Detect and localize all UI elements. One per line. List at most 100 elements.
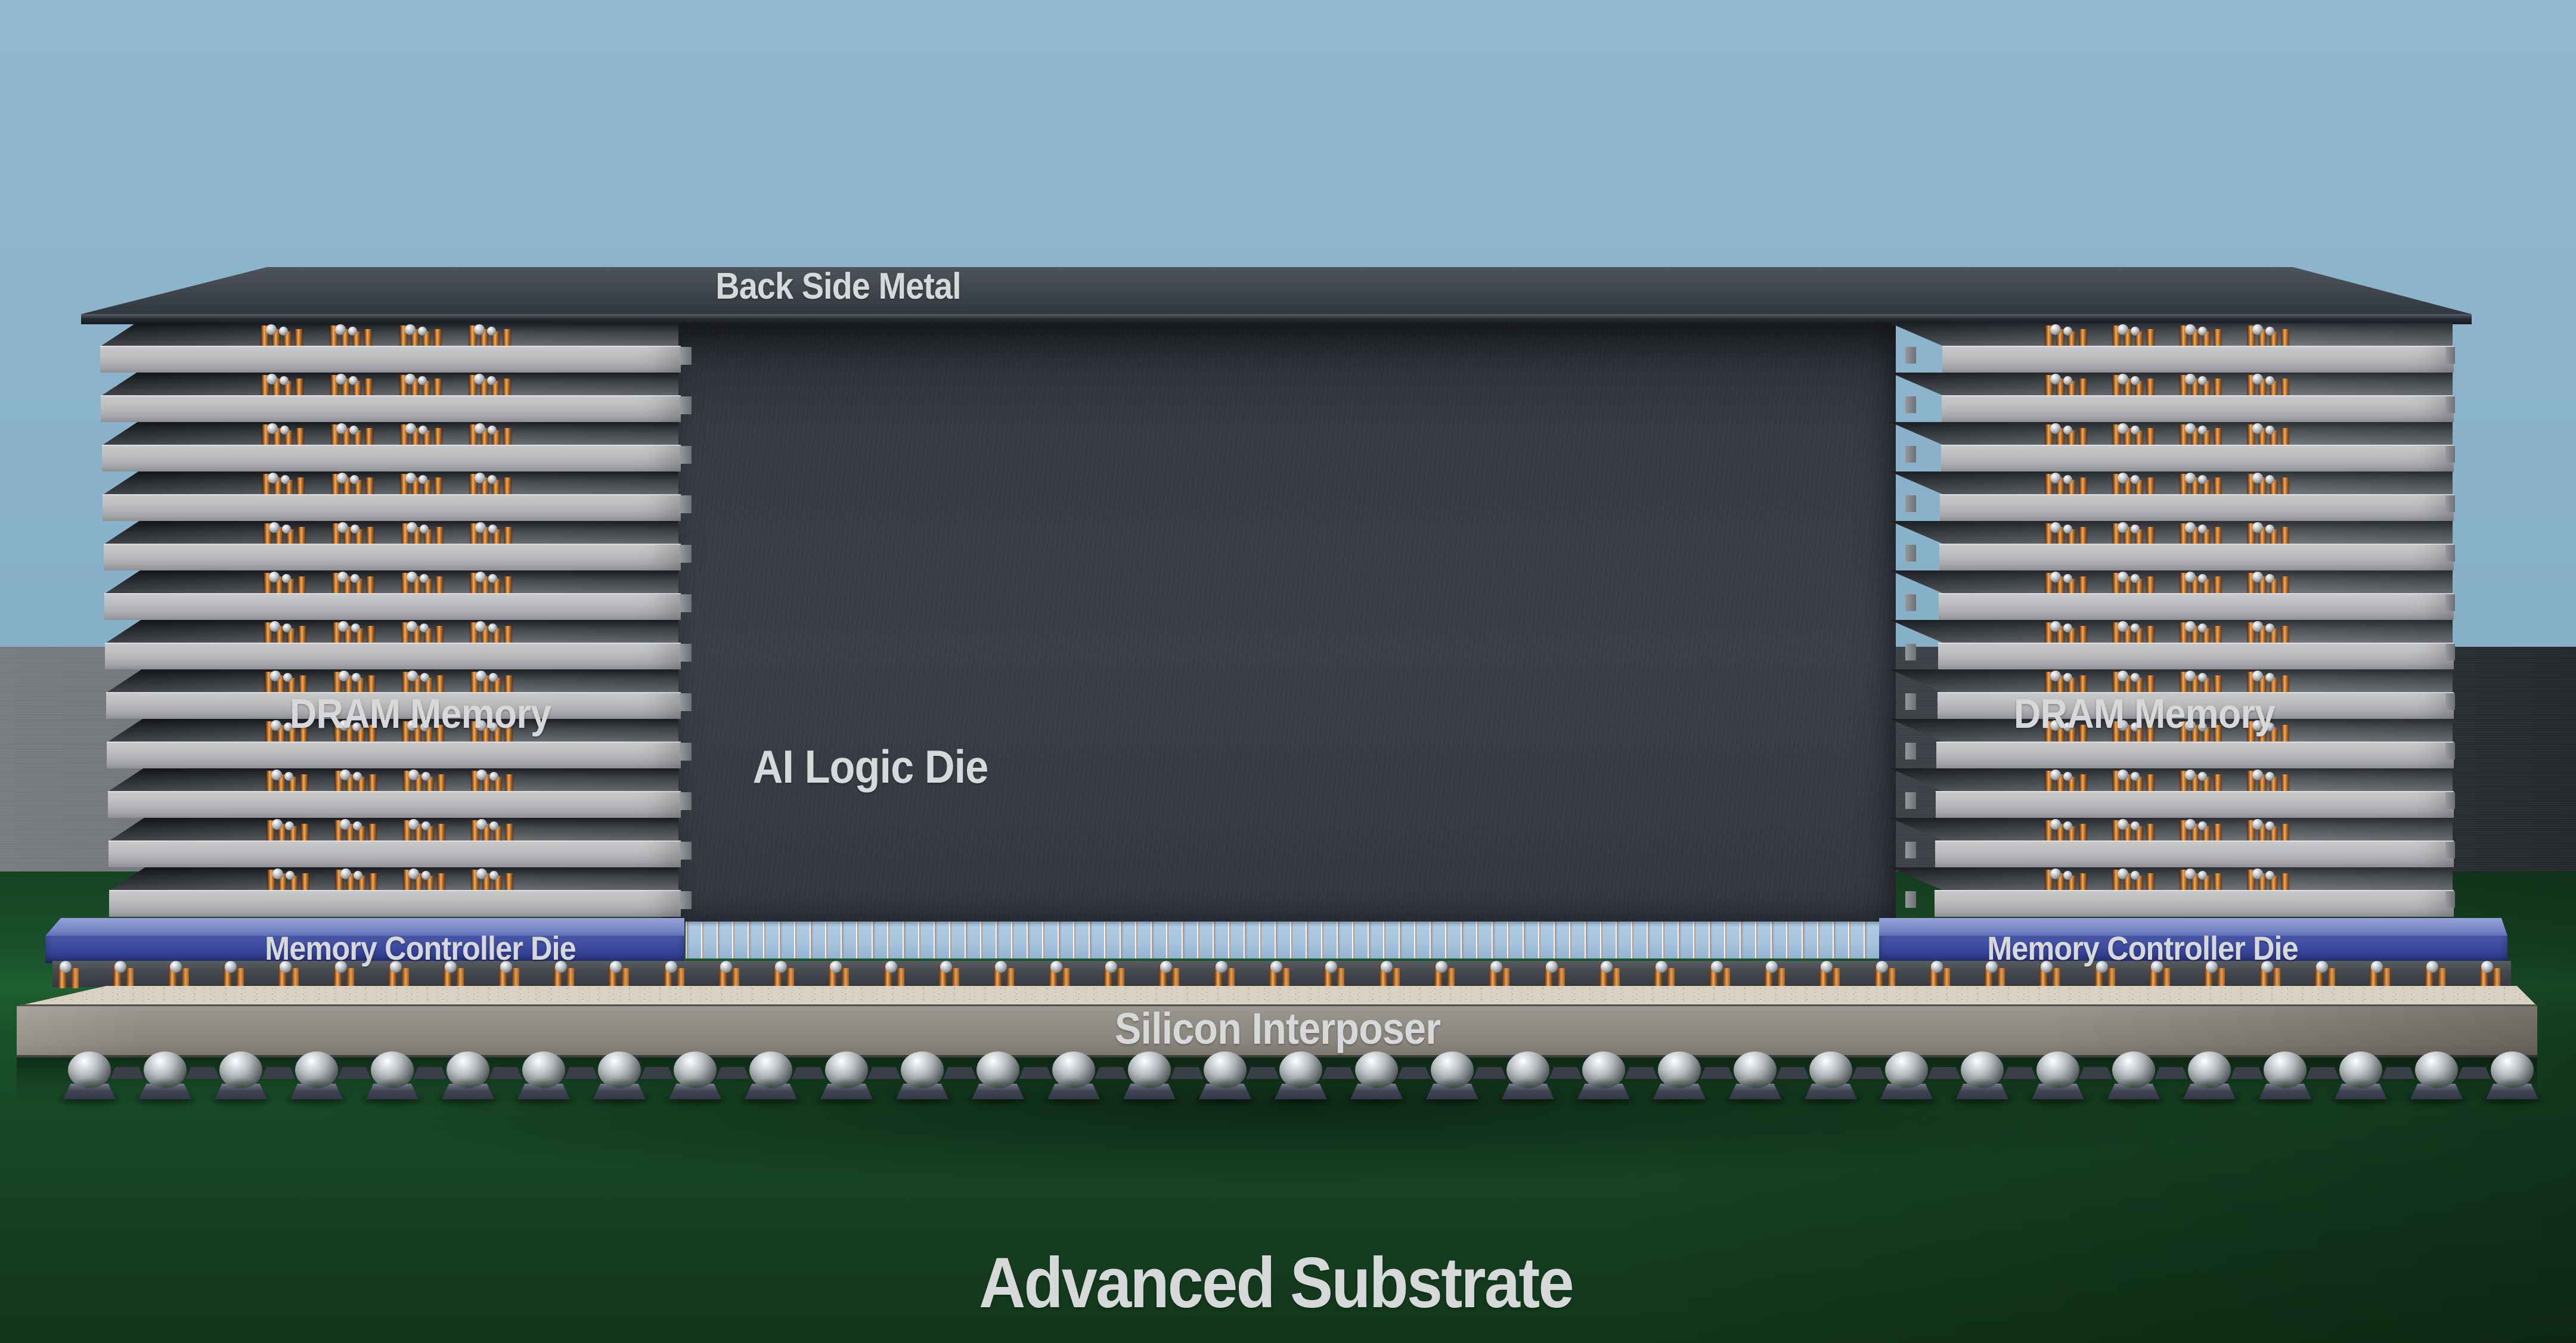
copper-pillar [494, 876, 502, 890]
solder-microball [283, 624, 292, 632]
copper-pillar [2493, 968, 2500, 988]
microbump-cluster [2180, 819, 2224, 840]
solder-microball [408, 770, 419, 780]
microbump-cluster [2045, 621, 2090, 643]
copper-pillar [2147, 329, 2154, 346]
copper-pillar [732, 968, 739, 988]
dram-die-face [107, 791, 681, 818]
solder-microball [280, 961, 292, 973]
copper-pillar [505, 725, 513, 742]
solder-microball [350, 525, 359, 534]
copper-pillar [1943, 968, 1950, 988]
solder-microball [2050, 423, 2061, 434]
solder-microball [2041, 961, 2053, 973]
microbump-cluster [2113, 522, 2157, 544]
dram-die-step-tab [2445, 495, 2455, 512]
c4-bump [1434, 961, 1459, 988]
solder-microball [2185, 423, 2196, 434]
copper-pillar [366, 527, 374, 544]
c4-bump [1049, 961, 1074, 988]
copper-pillar [2281, 824, 2289, 840]
c4-bump [829, 961, 854, 988]
copper-pillar [126, 968, 134, 988]
c4-bump [1489, 961, 1514, 988]
copper-pillar [436, 675, 444, 692]
solder-microball [271, 720, 282, 731]
copper-pillar [1007, 968, 1014, 988]
c4-bump [1710, 961, 1735, 988]
copper-pillar [297, 527, 305, 544]
dram-gap-top [1890, 521, 2453, 544]
c4-bump [1214, 961, 1239, 988]
solder-microball [1105, 961, 1117, 973]
solder-microball [2063, 475, 2072, 484]
copper-pillar [2147, 725, 2154, 742]
bga-solder-ball [1279, 1052, 1322, 1088]
solder-microball [2063, 327, 2072, 336]
copper-pillar [493, 628, 501, 643]
copper-pillar [512, 968, 519, 988]
dram-gap-top [109, 768, 678, 791]
microbump-cluster [400, 374, 444, 395]
copper-pillar [2281, 379, 2289, 395]
copper-pillar [503, 329, 510, 346]
solder-microball [269, 572, 280, 582]
solder-microball [1546, 961, 1558, 973]
bga-pad-back-row [1397, 1067, 1431, 1079]
microbump-cluster [331, 374, 375, 395]
copper-pillar [1117, 968, 1124, 988]
memory-controller-label-right: Memory Controller Die [1987, 929, 2299, 967]
solder-microball [2265, 871, 2274, 880]
solder-microball [2265, 327, 2274, 336]
microbump-cluster [265, 671, 309, 692]
solder-microball [2185, 720, 2196, 731]
solder-microball [280, 376, 289, 385]
dram-die-face [106, 692, 681, 719]
microbump-cluster [266, 720, 310, 742]
solder-microball [2131, 624, 2140, 632]
copper-pillar [1723, 968, 1730, 988]
solder-microball [2185, 869, 2196, 879]
solder-microball [268, 473, 279, 483]
solder-microball [418, 376, 427, 385]
silicon-interposer [17, 1006, 2537, 1057]
dram-die-step-tab [1905, 743, 1916, 759]
copper-pillar [297, 477, 305, 494]
copper-pillar [2281, 675, 2289, 692]
solder-microball [2265, 673, 2274, 682]
c4-bump [2039, 961, 2064, 988]
solder-microball [408, 819, 419, 830]
microbump-cluster [471, 770, 516, 791]
solder-microball [351, 673, 361, 682]
copper-pillar [300, 774, 308, 791]
microbump-cluster [2113, 869, 2157, 890]
dram-die-step-tab [1905, 842, 1916, 858]
copper-pillar [2214, 477, 2221, 494]
copper-pillar [436, 576, 443, 593]
microbump-cluster [470, 522, 514, 544]
dram-die-face [107, 742, 681, 768]
copper-pillar [1447, 968, 1455, 988]
dram-gap-top [1890, 620, 2453, 643]
c4-bump [113, 961, 138, 988]
solder-microball [2198, 871, 2207, 880]
dram-die-face [1942, 346, 2454, 373]
bga-solder-ball [674, 1052, 717, 1088]
solder-microball [2050, 819, 2061, 830]
solder-microball [170, 961, 182, 973]
solder-microball [1216, 961, 1227, 973]
solder-microball [475, 671, 486, 681]
solder-microball [2252, 522, 2263, 533]
solder-microball [335, 324, 346, 335]
solder-microball [272, 869, 284, 879]
copper-pillar [506, 824, 513, 840]
microbump-cluster [330, 324, 374, 346]
copper-pillar [1558, 968, 1565, 988]
bga-pad-back-row [1549, 1067, 1582, 1079]
dram-die-step-tab [1905, 545, 1916, 562]
solder-microball [266, 324, 277, 335]
solder-microball [282, 574, 291, 583]
advanced-substrate-label: Advanced Substrate [979, 1243, 1574, 1323]
copper-pillar [2079, 675, 2087, 692]
copper-pillar [356, 628, 364, 643]
